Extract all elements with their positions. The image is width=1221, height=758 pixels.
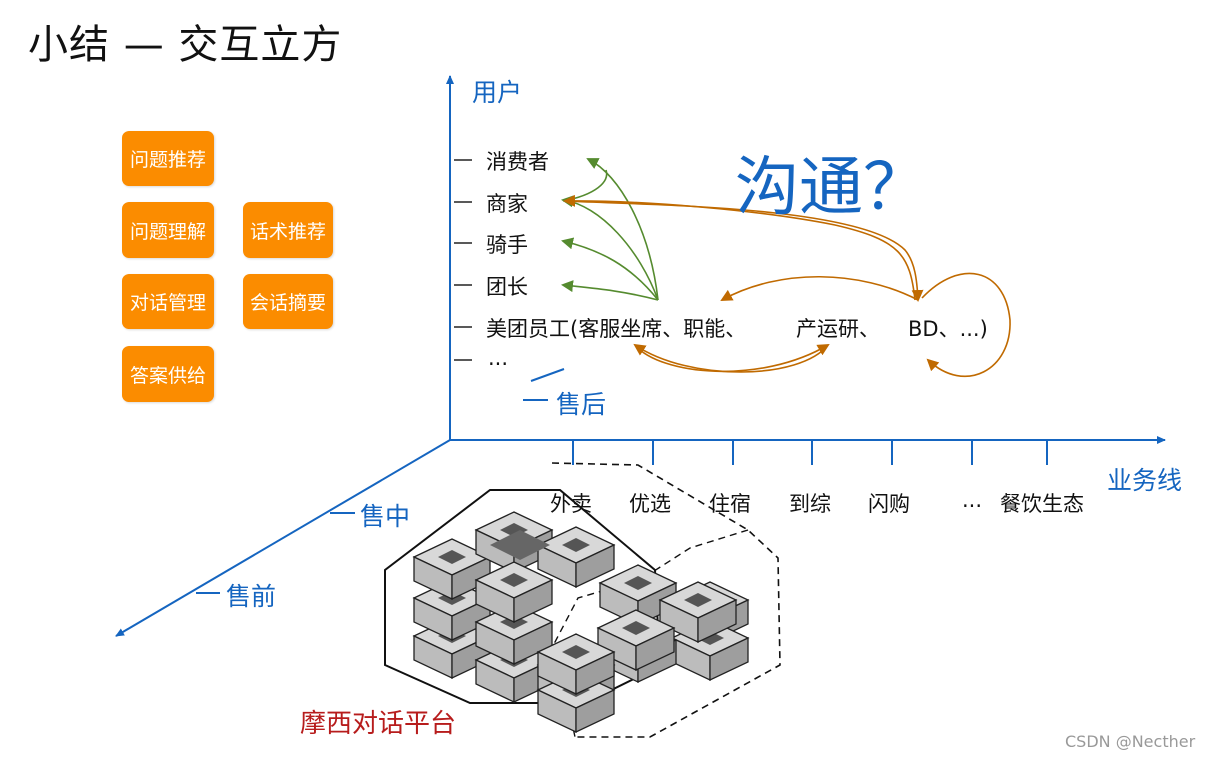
phase-in-sale: 售中 <box>360 502 411 531</box>
business-item-more: ... <box>962 488 983 512</box>
user-item-staff-bd: BD、...) <box>908 317 988 341</box>
user-axis <box>446 75 472 440</box>
user-axis-label: 用户 <box>472 78 523 107</box>
tag-answer-supply: 答案供给 <box>122 346 214 402</box>
page-title: 小结 — 交互立方 <box>28 22 343 68</box>
watermark: CSDN @Necther <box>1065 732 1196 751</box>
business-item-waimai: 外卖 <box>550 492 592 516</box>
platform-label: 摩西对话平台 <box>300 709 457 739</box>
tag-session-summary: 会话摘要 <box>243 274 333 329</box>
business-item-dining: 餐饮生态 <box>1000 492 1084 516</box>
phase-pre-sale: 售前 <box>226 582 277 611</box>
brown-arrows <box>563 194 1011 378</box>
tag-dialog-management: 对话管理 <box>122 274 214 329</box>
business-item-youxuan: 优选 <box>629 492 671 516</box>
green-arrows <box>561 158 659 301</box>
tag-question-understand: 问题理解 <box>122 202 214 258</box>
business-item-shangou: 闪购 <box>868 492 910 516</box>
business-item-daozong: 到综 <box>789 492 831 516</box>
tag-script-recommend: 话术推荐 <box>243 202 333 258</box>
user-item-group-leader: 团长 <box>486 275 528 299</box>
communication-label: 沟通？ <box>735 151 927 225</box>
business-axis-label: 业务线 <box>1107 466 1183 495</box>
user-item-staff: 美团员工(客服坐席、职能、 <box>486 317 747 341</box>
business-axis <box>450 436 1166 465</box>
platform-cube-cluster <box>384 462 781 738</box>
phase-axis <box>115 368 565 637</box>
business-item-hotel: 住宿 <box>709 492 751 516</box>
tag-question-recommend: 问题推荐 <box>122 131 214 186</box>
user-item-more: ... <box>488 346 509 370</box>
phase-after-sale: 售后 <box>556 390 607 419</box>
user-item-merchant: 商家 <box>486 192 528 216</box>
user-item-rider: 骑手 <box>486 233 528 257</box>
user-item-staff-rnd: 产运研、 <box>796 317 880 341</box>
user-item-consumer: 消费者 <box>486 150 549 174</box>
